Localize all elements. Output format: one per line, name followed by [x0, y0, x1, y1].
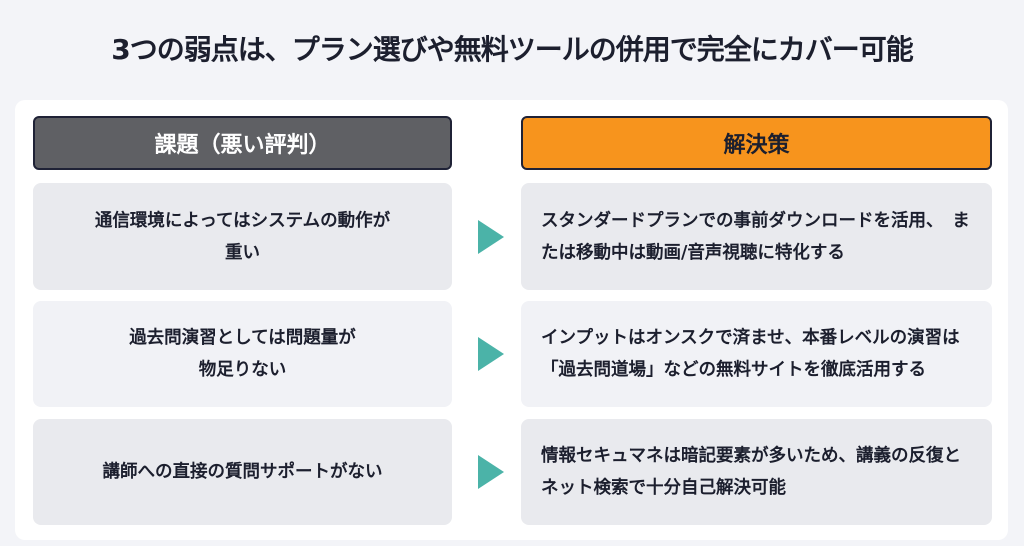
solution-box-2: インプットはオンスクで済ませ、本番レベルの演習は「過去問道場」などの無料サイトを… [521, 301, 992, 407]
solution-header: 解決策 [521, 116, 992, 170]
problem-box-1: 通信環境によってはシステムの動作が重い [33, 183, 452, 290]
problem-header: 課題（悪い評判） [33, 116, 452, 170]
solution-box-3: 情報セキュマネは暗記要素が多いため、講義の反復とネット検索で十分自己解決可能 [521, 419, 992, 525]
arrow-right-icon [478, 337, 504, 371]
solution-box-1: スタンダードプランでの事前ダウンロードを活用、 または移動中は動画/音声視聴に特… [521, 183, 992, 290]
problem-box-3: 講師への直接の質問サポートがない [33, 419, 452, 525]
arrow-right-icon [478, 220, 504, 254]
arrow-right-icon [478, 455, 504, 489]
problem-box-2: 過去問演習としては問題量が物足りない [33, 301, 452, 407]
page-title: 3つの弱点は、プラン選びや無料ツールの併用で完全にカバー可能 [111, 33, 914, 66]
